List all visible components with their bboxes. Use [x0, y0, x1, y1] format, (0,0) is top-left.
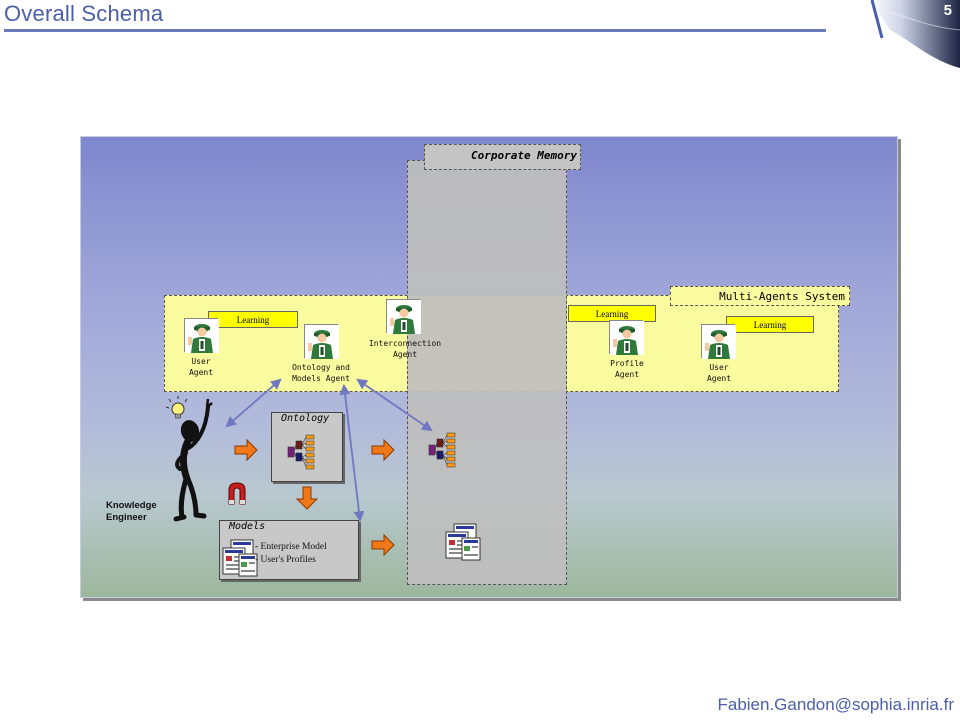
profile-agent-icon [609, 320, 644, 355]
profile-agent-label: Profile Agent [610, 359, 644, 379]
user-agent-right-label: User Agent [706, 363, 732, 383]
connector-engineer-ontology-agent [225, 378, 282, 428]
ontology-models-agent-label: Ontology and Models Agent [292, 363, 350, 383]
connector-agent-memory-ontology [356, 378, 433, 432]
models-item-enterprise: - Enterprise Model [255, 542, 327, 552]
light-bulb-icon [165, 396, 188, 419]
corner-decoration [870, 0, 960, 68]
models-box-label: Models [229, 521, 266, 532]
models-item-profiles: - User's Profiles [255, 555, 316, 565]
user-agent-left-label: User Agent [188, 357, 214, 377]
learning-tag-user-right: Learning [726, 316, 814, 333]
ontology-models-agent-icon [304, 324, 339, 359]
footer-email: Fabien.Gandon@sophia.inria.fr [717, 695, 954, 714]
magnet-icon [228, 482, 246, 505]
knowledge-engineer-label: Knowledge Engineer [106, 500, 157, 523]
connector-agent-models [339, 383, 365, 523]
title-underline [4, 29, 826, 32]
ontology-box-label: Ontology [281, 413, 330, 424]
knowledge-engineer-figure [165, 396, 213, 522]
multi-agent-system-label: Multi-Agents System [670, 286, 850, 306]
interconnection-agent-label: Interconnection Agent [368, 339, 442, 359]
corporate-memory-label: Corporate Memory [424, 144, 581, 170]
interconnection-agent-icon [386, 299, 421, 334]
corporate-memory-area [407, 160, 567, 585]
user-agent-left-icon [184, 318, 219, 353]
page-number: 5 [943, 2, 952, 19]
user-agent-right-icon [701, 324, 736, 359]
slide-title: Overall Schema [4, 1, 164, 26]
